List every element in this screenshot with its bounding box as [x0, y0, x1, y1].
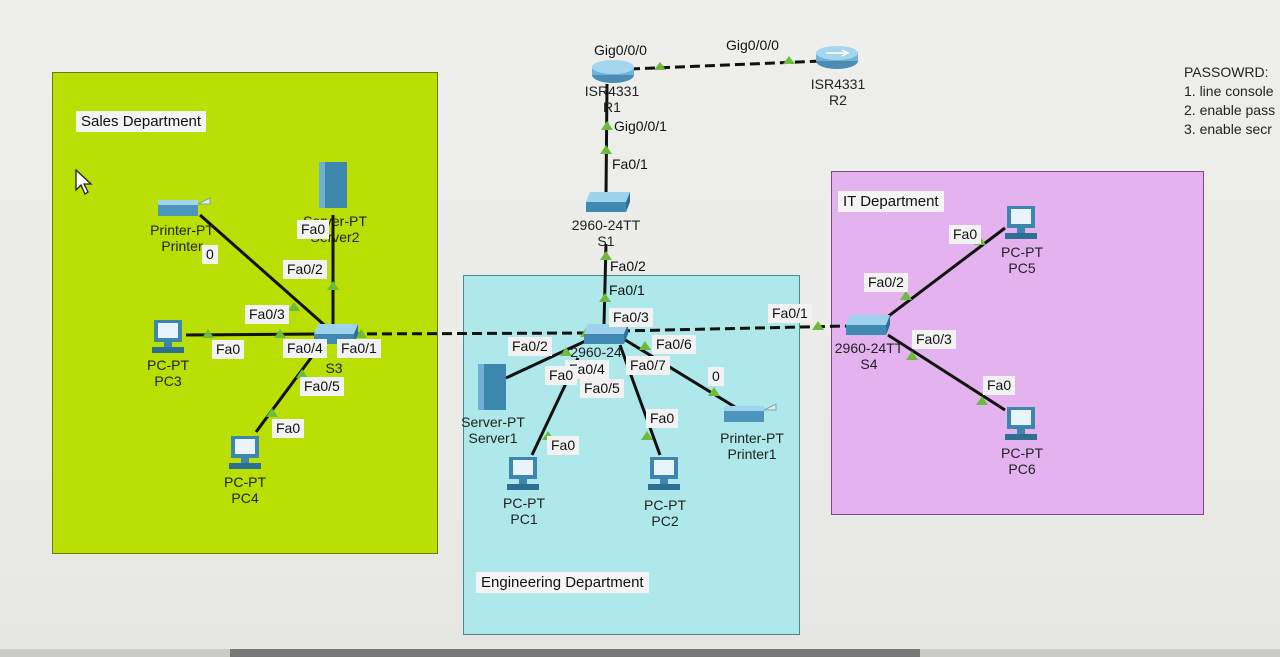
s2-label: 2960-24: [570, 344, 622, 360]
s4-fa03-port-label: Fa0/3: [912, 330, 956, 349]
pc4-icon[interactable]: [225, 434, 265, 477]
s2-fa05-port-label: Fa0/5: [580, 379, 624, 398]
server1-icon[interactable]: [476, 362, 508, 417]
r2-gig000-port-label: Gig0/0/0: [726, 37, 779, 53]
horizontal-scrollbar[interactable]: [0, 649, 1280, 657]
s2-fa04-port-label: Fa0/4: [565, 360, 609, 379]
s3-fa05-port-label: Fa0/5: [300, 377, 344, 396]
link-s4-pc6: [887, 333, 1006, 412]
server2-fa0-port-label: Fa0: [297, 220, 330, 239]
password-note-item: 2. enable pass: [1184, 102, 1276, 118]
mouse-cursor-icon: [74, 168, 94, 201]
pc5-fa0-port-label: Fa0: [949, 225, 982, 244]
s2-fa01-port-label: Fa0/1: [609, 282, 645, 298]
pc2-fa0-port-label: Fa0: [646, 409, 679, 428]
pc4-fa0-port-label: Fa0: [272, 419, 305, 438]
router-r1-icon[interactable]: [590, 58, 636, 89]
pc1-icon[interactable]: [503, 455, 543, 498]
engineering-department-label: Engineering Department: [476, 572, 649, 593]
s3-fa04-port-label: Fa0/4: [283, 339, 327, 358]
s2-fa07-port-label: Fa0/7: [626, 356, 670, 375]
switch-s4-icon[interactable]: [844, 313, 892, 342]
link-s2-s4: [619, 324, 849, 333]
r1-gig000-port-label: Gig0/0/0: [594, 42, 647, 58]
s3-label: S3: [325, 360, 343, 376]
printer1-icon[interactable]: [722, 402, 778, 431]
pc3-fa0-port-label: Fa0: [212, 340, 245, 359]
link-s3-s2: [351, 331, 591, 336]
password-note-title: PASSOWRD:: [1184, 64, 1269, 80]
pc6-fa0-port-label: Fa0: [983, 376, 1016, 395]
link-s4-pc5: [885, 226, 1006, 320]
password-note-item: 1. line console: [1184, 83, 1274, 99]
link-s3-printer: [199, 213, 331, 332]
pc3-icon[interactable]: [148, 318, 188, 361]
server2-icon[interactable]: [317, 160, 349, 215]
pc1-fa0-port-label: Fa0: [547, 436, 580, 455]
password-note-item: 3. enable secr: [1184, 121, 1272, 137]
printer-port-label: 0: [202, 245, 218, 264]
pc6-icon[interactable]: [1001, 405, 1041, 448]
it-department-label: IT Department: [838, 191, 944, 212]
s2-fa02-port-label: Fa0/2: [508, 337, 552, 356]
r1-gig001-port-label: Gig0/0/1: [614, 118, 667, 134]
s2-fa03-port-label: Fa0/3: [609, 308, 653, 327]
s2-fa06-port-label: Fa0/6: [652, 335, 696, 354]
printer-icon[interactable]: [156, 196, 212, 225]
s1-fa02-port-label: Fa0/2: [610, 258, 646, 274]
printer1-port-label: 0: [708, 367, 724, 386]
s3-fa03-port-label: Fa0/3: [245, 305, 289, 324]
scrollbar-thumb[interactable]: [230, 649, 920, 657]
s4-fa02-port-label: Fa0/2: [864, 273, 908, 292]
s3-fa02-port-label: Fa0/2: [283, 260, 327, 279]
pc2-icon[interactable]: [644, 455, 684, 498]
pc5-icon[interactable]: [1001, 204, 1041, 247]
server1-fa0-port-label: Fa0: [545, 366, 578, 385]
switch-s1-icon[interactable]: [584, 190, 632, 219]
router-r2-icon[interactable]: [814, 44, 860, 75]
password-note: PASSOWRD: 1. line console 2. enable pass…: [1184, 63, 1275, 139]
s1-fa01-port-label: Fa0/1: [612, 156, 648, 172]
link-r1-s1: [604, 83, 609, 197]
link-s2-server1: [505, 336, 593, 380]
s3-fa01-port-label: Fa0/1: [337, 339, 381, 358]
sales-department-label: Sales Department: [76, 111, 207, 132]
s4-fa01-port-label: Fa0/1: [768, 304, 812, 323]
